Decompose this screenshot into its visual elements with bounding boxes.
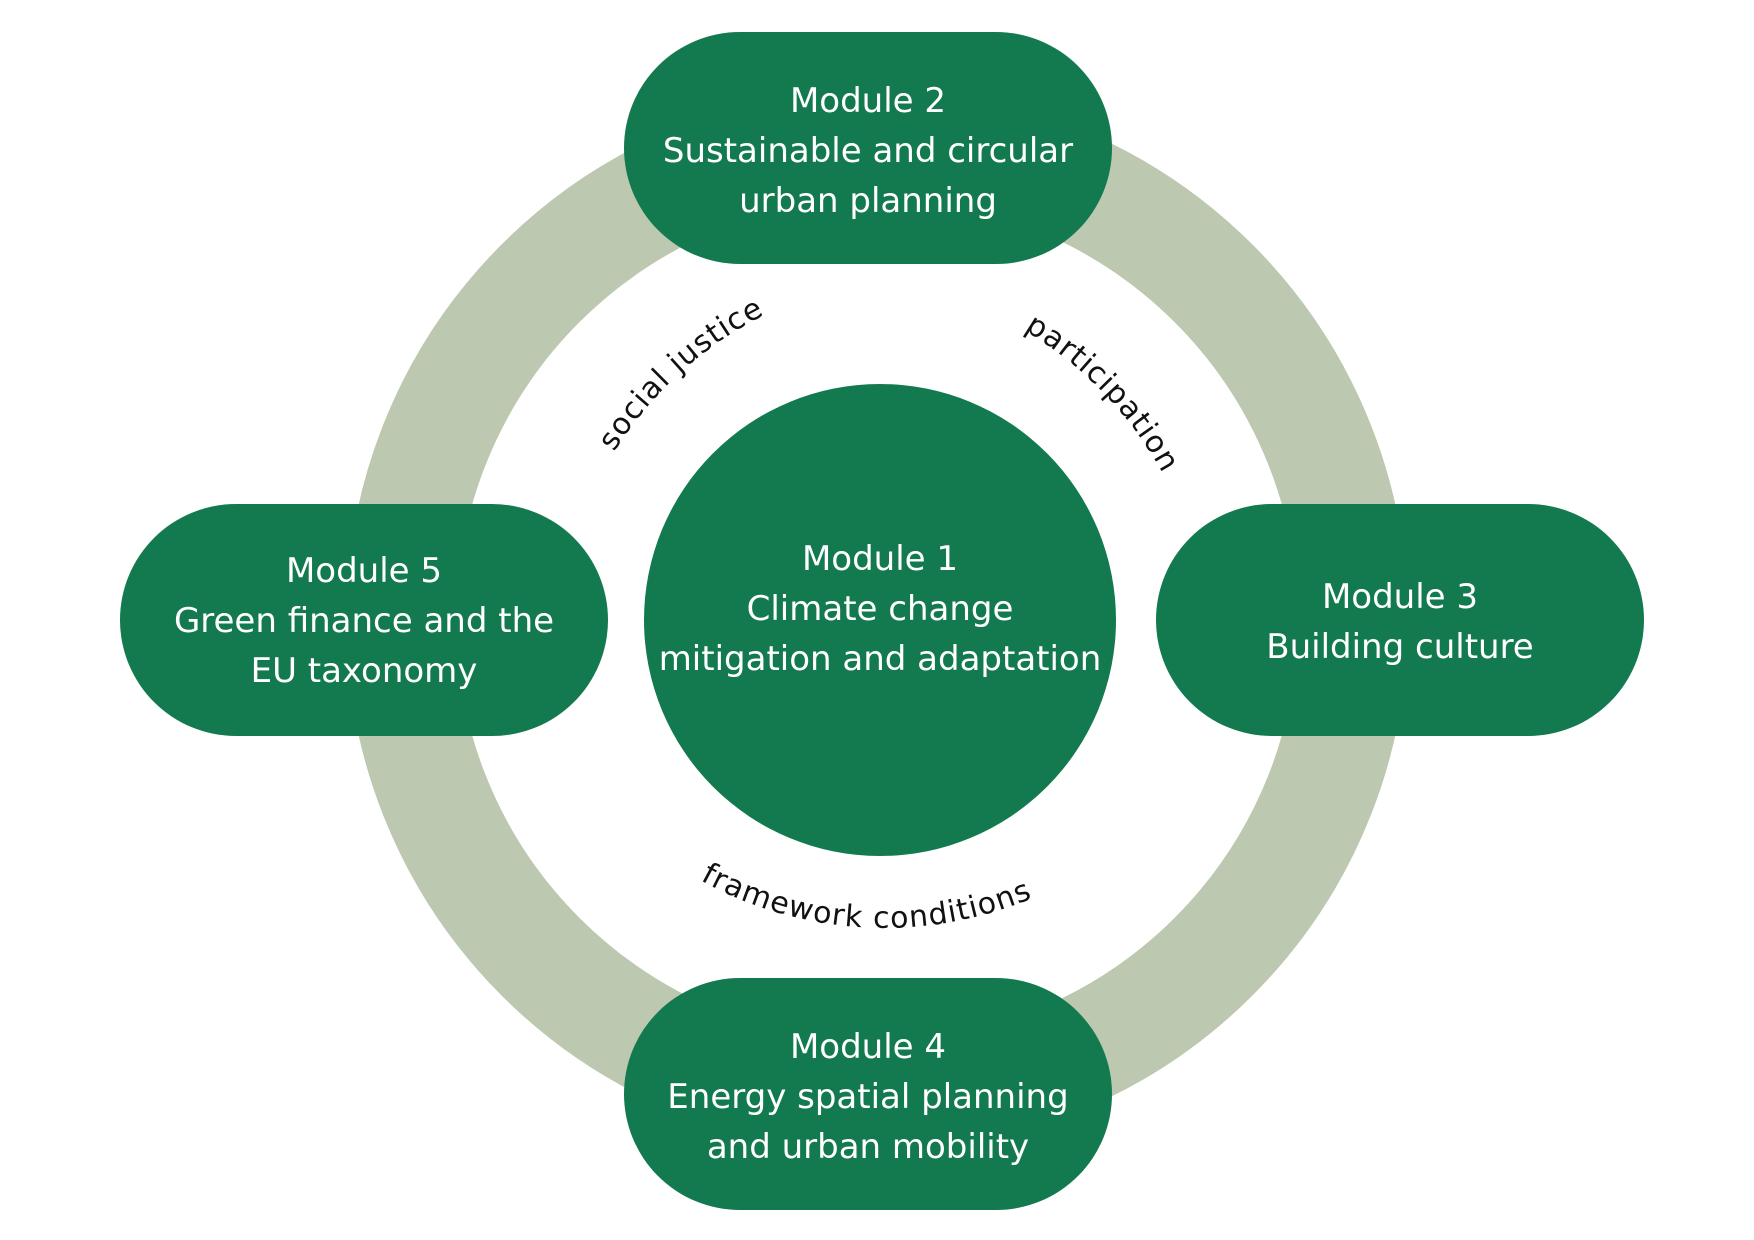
module-3-title: Module 3 (1322, 577, 1478, 617)
module-4-title: Module 4 (790, 1027, 946, 1067)
module-5-title: Module 5 (286, 551, 442, 591)
module-3-pill: Module 3 Building culture (1156, 504, 1644, 736)
module-3-line1: Building culture (1266, 627, 1533, 667)
theme-framework-conditions-path: framework conditions (696, 856, 1035, 936)
module-5-pill: Module 5 Green finance and the EU taxono… (120, 504, 608, 736)
module-1-line2: mitigation and adaptation (659, 639, 1102, 679)
module-1-line1: Climate change (747, 589, 1014, 629)
module-2-line2: urban planning (739, 181, 997, 221)
module-2-pill: Module 2 Sustainable and circular urban … (624, 32, 1112, 264)
module-4-line2: and urban mobility (707, 1127, 1029, 1167)
module-2-line1: Sustainable and circular (663, 131, 1073, 171)
module-1-title: Module 1 (802, 539, 958, 579)
module-4-line1: Energy spatial planning (667, 1077, 1068, 1117)
module-5-line1: Green finance and the (174, 601, 554, 641)
module-2-title: Module 2 (790, 81, 946, 121)
module-5-line2: EU taxonomy (251, 651, 478, 691)
theme-framework-conditions: framework conditions (696, 856, 1036, 936)
module-4-pill: Module 4 Energy spatial planning and urb… (624, 978, 1112, 1210)
module-1-circle: Module 1 Climate change mitigation and a… (644, 384, 1116, 856)
